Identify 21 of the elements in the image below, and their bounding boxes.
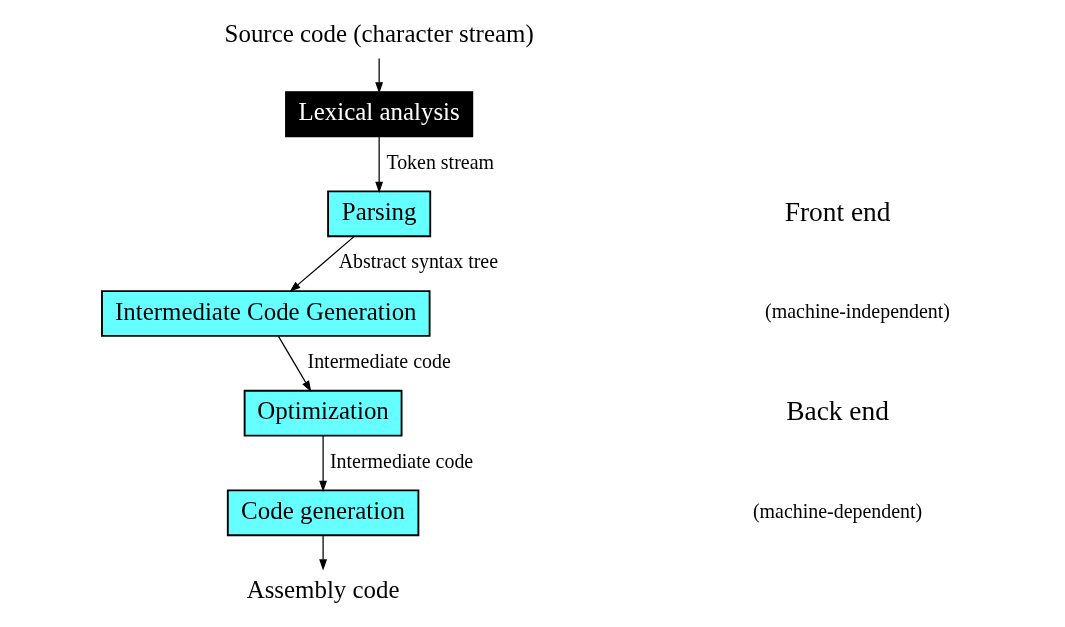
arrow bbox=[374, 57, 383, 94]
edge-label: Token stream bbox=[385, 150, 494, 173]
edge-label: Intermediate code bbox=[307, 350, 451, 373]
node-text: Assembly code bbox=[246, 575, 400, 603]
node-box: Intermediate Code Generation bbox=[100, 290, 431, 337]
node-box: Code generation bbox=[226, 489, 419, 537]
node-box: Optimization bbox=[243, 389, 402, 437]
label: (machine-independent) bbox=[764, 300, 950, 323]
node-box: Parsing bbox=[326, 190, 431, 238]
label: (machine-dependent) bbox=[752, 499, 922, 522]
node-text: Source code (character stream) bbox=[224, 19, 534, 47]
arrow bbox=[374, 136, 383, 193]
label: Back end bbox=[785, 396, 889, 427]
arrow bbox=[318, 535, 327, 571]
arrow bbox=[277, 335, 311, 393]
arrow bbox=[288, 236, 355, 292]
edge-label: Intermediate code bbox=[329, 449, 473, 472]
node-box: Lexical analysis bbox=[284, 91, 473, 138]
label: Front end bbox=[784, 196, 890, 227]
arrow bbox=[318, 435, 327, 492]
edge-label: Abstract syntax tree bbox=[338, 250, 498, 273]
